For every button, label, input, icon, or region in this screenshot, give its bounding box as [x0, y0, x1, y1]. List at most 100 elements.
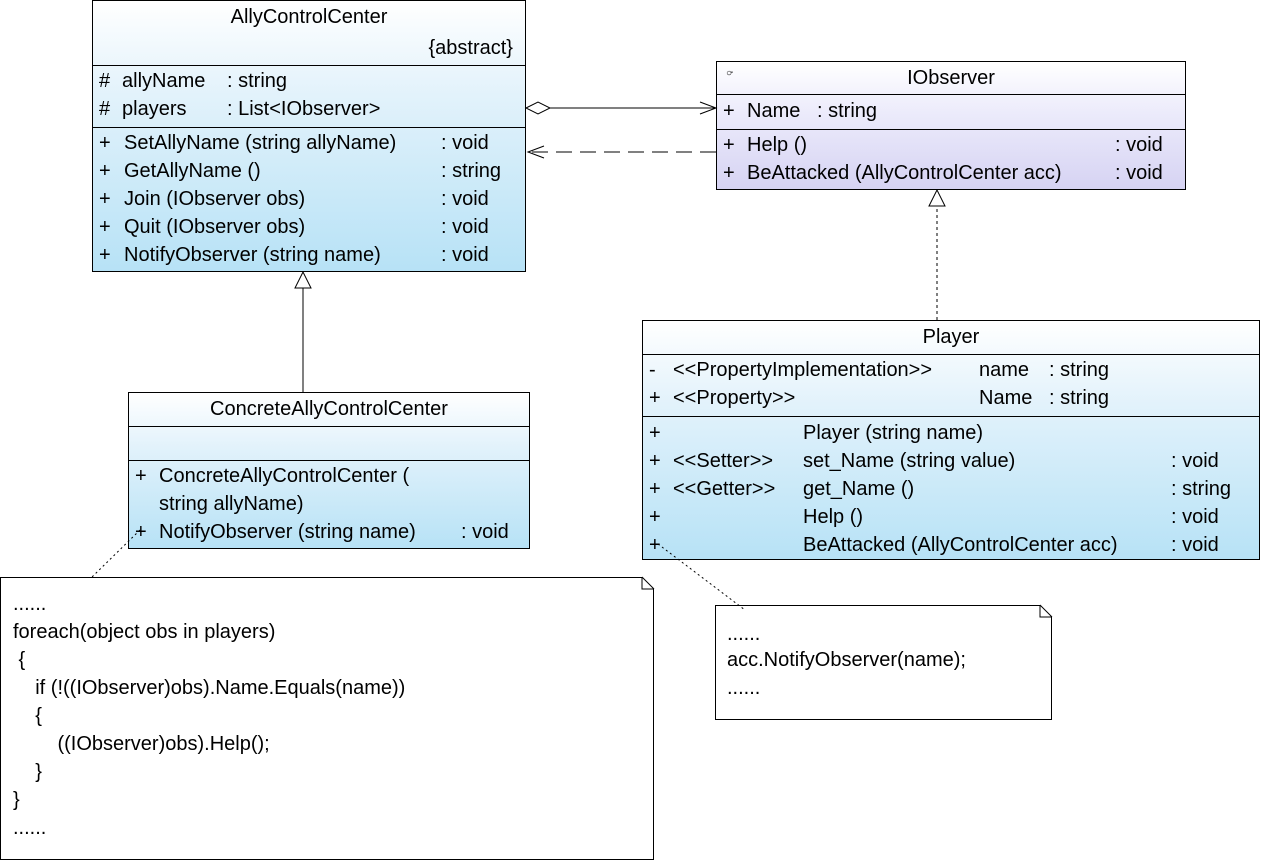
dependency-arrow — [526, 145, 716, 159]
visibility-marker: - — [649, 359, 656, 381]
operation-name: Quit (IObserver obs) — [124, 216, 306, 238]
operation-type: : void — [1171, 450, 1219, 472]
attribute-name: name — [979, 359, 1030, 381]
operation-type: : void — [1115, 162, 1163, 184]
attribute-name: Name — [747, 100, 801, 122]
attribute-row: - <<PropertyImplementation>> name : stri… — [643, 356, 1259, 384]
note-anchor-notify — [91, 529, 141, 578]
operation-name: BeAttacked (AllyControlCenter acc) — [747, 162, 1062, 184]
attribute-type: : string — [1049, 387, 1110, 409]
operation-name: NotifyObserver (string name) — [159, 521, 416, 543]
operation-name: string allyName) — [159, 493, 304, 515]
operation-name: get_Name () — [803, 478, 915, 500]
operation-row: + Quit (IObserver obs) : void — [93, 213, 525, 241]
attribute-stereotype: <<Property>> — [673, 387, 796, 409]
operation-name: GetAllyName () — [124, 160, 261, 182]
operation-name: Help () — [803, 506, 864, 528]
note-line: ...... — [727, 623, 761, 645]
class-concrete-ally-control-center[interactable]: ConcreteAllyControlCenter + ConcreteAlly… — [128, 392, 530, 549]
visibility-marker: + — [99, 132, 111, 154]
note-line: } — [13, 789, 20, 811]
operation-type: : string — [1171, 478, 1232, 500]
note-anchor-beattacked — [657, 543, 746, 611]
visibility-marker: + — [99, 188, 111, 210]
operation-row: + BeAttacked (AllyControlCenter acc) : v… — [717, 159, 1185, 187]
visibility-marker: + — [723, 162, 735, 184]
note-line: } — [13, 761, 42, 783]
note-notify-observer[interactable]: ...... foreach(object obs in players) { … — [0, 577, 654, 860]
visibility-marker: + — [649, 534, 661, 556]
operation-type: : void — [441, 132, 489, 154]
attribute-type: : string — [817, 100, 878, 122]
operation-row: + SetAllyName (string allyName) : void — [93, 129, 525, 157]
note-line: if (!((IObserver)obs).Name.Equals(name)) — [13, 677, 406, 699]
visibility-marker: + — [649, 478, 661, 500]
attribute-name: allyName — [122, 70, 206, 92]
class-player[interactable]: Player - <<PropertyImplementation>> name… — [642, 320, 1260, 560]
attribute-name: Name — [979, 387, 1033, 409]
operation-name: ConcreteAllyControlCenter ( — [159, 465, 410, 487]
attribute-row: + Name : string — [717, 97, 1185, 125]
visibility-marker: + — [135, 521, 147, 543]
class-name: Player — [922, 326, 980, 348]
attribute-row: # players : List<IObserver> — [93, 95, 525, 123]
visibility-marker: # — [99, 98, 111, 120]
operation-row: + Help () : void — [643, 503, 1259, 531]
note-line: acc.NotifyObserver(name); — [727, 649, 966, 671]
class-name: ConcreteAllyControlCenter — [210, 398, 448, 420]
attribute-name: players — [122, 98, 187, 120]
attribute-stereotype: <<PropertyImplementation>> — [673, 359, 933, 381]
visibility-marker: + — [99, 216, 111, 238]
visibility-marker: + — [135, 465, 147, 487]
class-name: IObserver — [907, 67, 995, 89]
note-be-attacked[interactable]: ...... acc.NotifyObserver(name); ...... — [715, 605, 1052, 720]
class-name-row: ○- IObserver — [717, 62, 1185, 94]
operation-row: string allyName) — [129, 490, 529, 518]
operation-name: Help () — [747, 134, 808, 156]
operation-type: : string — [441, 160, 502, 182]
operation-row: + BeAttacked (AllyControlCenter acc) : v… — [643, 531, 1259, 559]
operation-stereotype: <<Getter>> — [673, 478, 776, 500]
note-corner-edge — [1039, 604, 1053, 618]
visibility-marker: + — [99, 160, 111, 182]
operation-row: + Join (IObserver obs) : void — [93, 185, 525, 213]
attribute-type: : string — [227, 70, 288, 92]
visibility-marker: + — [649, 387, 661, 409]
empty-attribute-compartment — [129, 426, 529, 460]
visibility-marker: # — [99, 70, 111, 92]
operation-name: SetAllyName (string allyName) — [124, 132, 397, 154]
note-corner-edge — [641, 576, 655, 590]
operation-type: : void — [441, 188, 489, 210]
class-name: AllyControlCenter — [230, 6, 388, 28]
aggregation-association — [524, 101, 718, 115]
visibility-marker: + — [723, 100, 735, 122]
operation-type: : void — [1171, 506, 1219, 528]
note-line: { — [13, 649, 26, 671]
operation-row: + <<Setter>> set_Name (string value) : v… — [643, 447, 1259, 475]
attribute-row: # allyName : string — [93, 67, 525, 95]
note-line: ((IObserver)obs).Help(); — [13, 733, 270, 755]
realization-arrow — [928, 188, 946, 320]
operation-row: + ConcreteAllyControlCenter ( — [129, 462, 529, 490]
operation-type: : void — [461, 521, 509, 543]
operation-row: + Help () : void — [717, 131, 1185, 159]
operation-type: : void — [441, 244, 489, 266]
attribute-type: : string — [1049, 359, 1110, 381]
note-line: ...... — [13, 593, 47, 615]
operation-row: + NotifyObserver (string name) : void — [93, 241, 525, 269]
class-iobserver[interactable]: ○- IObserver + Name : string + Help () :… — [716, 61, 1186, 190]
operation-name: Join (IObserver obs) — [124, 188, 306, 210]
operation-type: : void — [1171, 534, 1219, 556]
visibility-marker: + — [723, 134, 735, 156]
visibility-marker: + — [99, 244, 111, 266]
visibility-marker: + — [649, 422, 661, 444]
note-line: ...... — [727, 677, 761, 699]
operation-type: : void — [441, 216, 489, 238]
visibility-marker: + — [649, 506, 661, 528]
attribute-row: + <<Property>> Name : string — [643, 384, 1259, 412]
operation-row: + <<Getter>> get_Name () : string — [643, 475, 1259, 503]
class-ally-control-center[interactable]: AllyControlCenter {abstract} # allyName … — [92, 0, 526, 272]
class-stereotype: {abstract} — [428, 37, 513, 59]
